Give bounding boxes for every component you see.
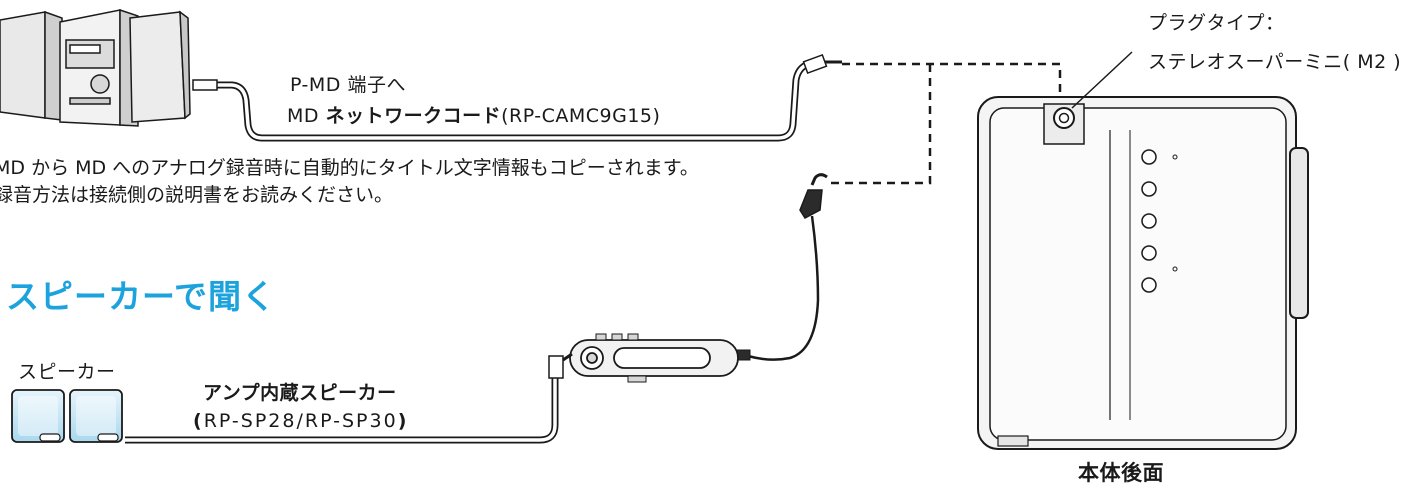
network-cord-model: (RP-CAMC9G15) xyxy=(501,105,661,127)
amp-speaker-model: RP-SP28/RP-SP30 xyxy=(203,410,398,432)
section-heading: スピーカーで聞く xyxy=(6,277,277,316)
amp-speaker-model-close: ) xyxy=(397,410,409,432)
network-cord-label: MD ネットワークコード(RP-CAMC9G15) xyxy=(287,101,660,128)
analog-recording-note: MD から MD へのアナログ録音時に自動的にタイトル文字情報もコピーされます。… xyxy=(0,155,699,209)
speaker-label: スピーカー xyxy=(18,361,116,383)
remote-control-cable xyxy=(735,173,828,361)
network-cord-name: ネットワークコード xyxy=(325,105,502,127)
network-cord-prefix: MD xyxy=(287,105,326,127)
note-line-1: MD から MD へのアナログ録音時に自動的にタイトル文字情報もコピーされます。 xyxy=(0,157,699,179)
plug-type-title: プラグタイプ： xyxy=(1148,12,1285,34)
mini-component-stereo-illustration xyxy=(0,8,191,127)
note-line-2: 録音方法は接続側の説明書をお読みください。 xyxy=(0,184,394,206)
plug-leader-line xyxy=(1071,51,1133,109)
amp-speaker-model-open: ( xyxy=(193,410,204,432)
unit-back-caption: 本体後面 xyxy=(1078,461,1164,485)
remote-control-illustration xyxy=(569,333,739,383)
p-md-terminal-label: P-MD 端子へ xyxy=(290,74,406,96)
amp-speaker-model-label: (RP-SP28/RP-SP30) xyxy=(193,410,408,432)
dashed-connection-lines xyxy=(830,62,1062,185)
plug-type-value: ステレオスーパーミニ( M2 ) xyxy=(1148,51,1402,73)
md-network-cord xyxy=(192,53,842,142)
speaker-cable xyxy=(125,352,573,444)
amp-speaker-label: アンプ内蔵スピーカー xyxy=(203,382,397,404)
amp-speakers-illustration xyxy=(11,389,123,443)
md-unit-back-illustration xyxy=(977,96,1309,450)
